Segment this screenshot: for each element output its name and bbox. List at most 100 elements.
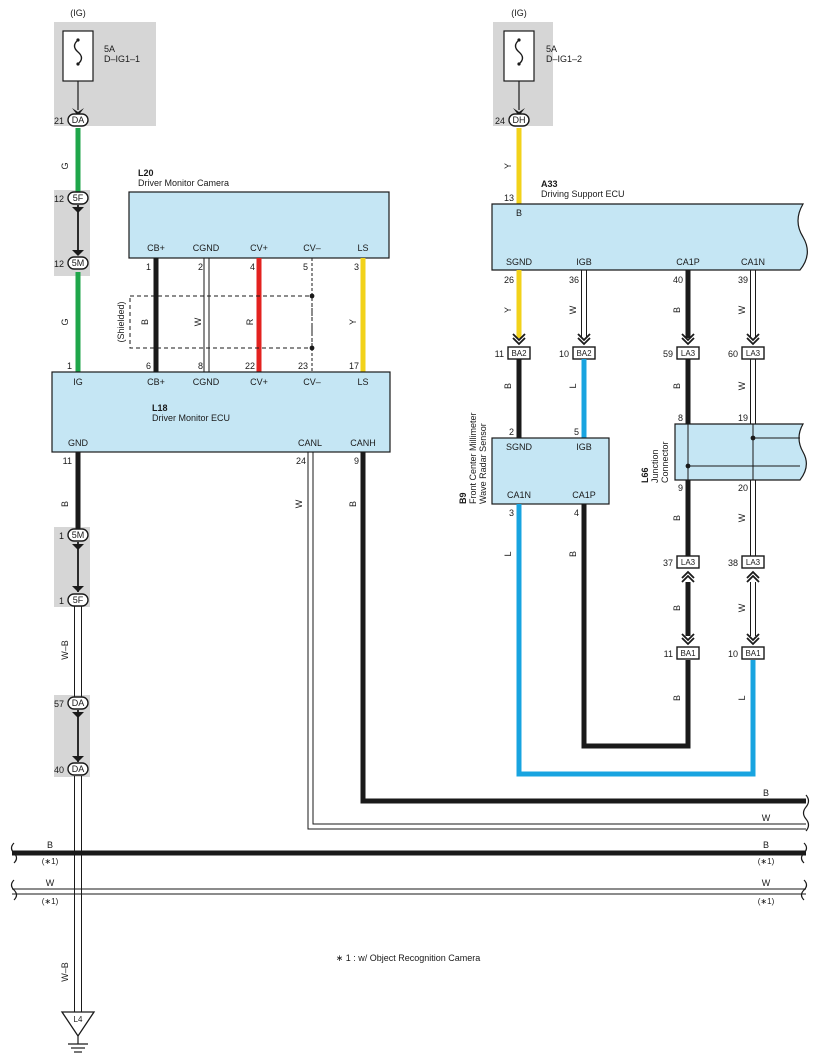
wire-label: G bbox=[60, 162, 70, 169]
wire-label: B bbox=[672, 515, 682, 521]
svg-text:L66: L66 bbox=[640, 467, 650, 483]
svg-text:LS: LS bbox=[357, 377, 368, 387]
ecu-top-pins: 1 6 8 22 23 17 bbox=[67, 361, 359, 371]
fuse-name: D–IG1–1 bbox=[104, 54, 140, 64]
svg-text:(Shielded): (Shielded) bbox=[116, 301, 126, 342]
bus-w-obj bbox=[12, 888, 806, 895]
pin-label: 13 bbox=[504, 193, 514, 203]
svg-text:26: 26 bbox=[504, 275, 514, 285]
wire-label: W bbox=[737, 381, 747, 390]
svg-text:60: 60 bbox=[728, 349, 738, 359]
wire-label: B bbox=[672, 383, 682, 389]
svg-text:B9: B9 bbox=[458, 492, 468, 504]
pin-label: 3 bbox=[509, 508, 514, 518]
svg-text:CV+: CV+ bbox=[250, 243, 268, 253]
svg-text:5M: 5M bbox=[72, 530, 85, 540]
radar-label: B9 Front Center Millimeter Wave Radar Se… bbox=[458, 412, 488, 504]
wire-label: W bbox=[294, 499, 304, 508]
svg-text:DH: DH bbox=[513, 115, 526, 125]
bus-label: B bbox=[47, 840, 53, 850]
svg-text:IGB: IGB bbox=[576, 257, 592, 267]
wire-label: W bbox=[737, 603, 747, 612]
pin-label: 9 bbox=[678, 483, 683, 493]
conn-ba2-sgnd: BA2 11 bbox=[495, 346, 531, 360]
conn-ba1-left: BA1 11 bbox=[664, 646, 700, 660]
bus-note: (∗1) bbox=[758, 857, 775, 866]
ecu-bottom-pins: 11 24 9 bbox=[63, 456, 359, 466]
svg-text:4: 4 bbox=[250, 262, 255, 272]
svg-text:1: 1 bbox=[59, 531, 64, 541]
conn-ba2-igb: BA2 10 bbox=[559, 346, 596, 360]
svg-text:BA1: BA1 bbox=[680, 649, 696, 658]
shield: (Shielded) bbox=[116, 293, 315, 351]
pin-label: 20 bbox=[738, 483, 748, 493]
bus-label: W bbox=[762, 878, 771, 888]
wire-ca1n-w bbox=[750, 270, 756, 338]
wire-label: W bbox=[737, 513, 747, 522]
svg-text:8: 8 bbox=[198, 361, 203, 371]
wire-label: B bbox=[568, 551, 578, 557]
conn-5f-top: 5F 12 bbox=[54, 191, 89, 205]
svg-text:CGND: CGND bbox=[193, 377, 220, 387]
svg-text:CB+: CB+ bbox=[147, 377, 165, 387]
svg-text:LA3: LA3 bbox=[746, 558, 761, 567]
wire-label: B bbox=[60, 501, 70, 507]
conn-la3-lower-left: LA3 37 bbox=[663, 555, 700, 569]
svg-text:40: 40 bbox=[54, 765, 64, 775]
svg-text:24: 24 bbox=[495, 116, 505, 126]
svg-text:22: 22 bbox=[245, 361, 255, 371]
terminal-label: IGB bbox=[576, 442, 592, 452]
wire-ca1n-l bbox=[516, 504, 756, 777]
terminal-label: SGND bbox=[506, 442, 533, 452]
svg-text:12: 12 bbox=[54, 259, 64, 269]
ecu-bottom-terminals: GND CANL CANH bbox=[68, 438, 376, 448]
svg-text:BA2: BA2 bbox=[511, 349, 527, 358]
dsecu-pins: 26 36 40 39 bbox=[504, 275, 748, 285]
pin-label: 4 bbox=[574, 508, 579, 518]
svg-text:1: 1 bbox=[67, 361, 72, 371]
wire-jc-w bbox=[750, 480, 756, 556]
svg-text:59: 59 bbox=[663, 349, 673, 359]
conn-la3-ca1n: LA3 60 bbox=[728, 346, 765, 360]
camera-terminals: CB+ CGND CV+ CV– LS bbox=[147, 243, 368, 253]
svg-text:37: 37 bbox=[663, 558, 673, 568]
wire-label: B bbox=[503, 383, 513, 389]
fuse-symbol-icon bbox=[514, 39, 524, 65]
bus-label: B bbox=[763, 840, 769, 850]
pin-label: 8 bbox=[678, 413, 683, 423]
svg-text:23: 23 bbox=[298, 361, 308, 371]
component-code: A33 bbox=[541, 179, 558, 189]
svg-text:DA: DA bbox=[72, 764, 85, 774]
conn-5m-bottom: 5M 1 bbox=[59, 528, 89, 542]
svg-text:3: 3 bbox=[354, 262, 359, 272]
svg-text:CANH: CANH bbox=[350, 438, 376, 448]
wire-igb-w bbox=[581, 270, 587, 338]
svg-text:10: 10 bbox=[559, 349, 569, 359]
bus-note: (∗1) bbox=[758, 897, 775, 906]
bus-note: (∗1) bbox=[42, 857, 59, 866]
wire-label: B bbox=[348, 501, 358, 507]
svg-text:GND: GND bbox=[68, 438, 89, 448]
svg-text:Wave Radar Sensor: Wave Radar Sensor bbox=[478, 423, 488, 504]
svg-text:36: 36 bbox=[569, 275, 579, 285]
wire-label: L bbox=[568, 383, 578, 388]
svg-text:1: 1 bbox=[59, 596, 64, 606]
svg-text:Junction: Junction bbox=[650, 449, 660, 483]
svg-text:6: 6 bbox=[146, 361, 151, 371]
svg-text:9: 9 bbox=[354, 456, 359, 466]
svg-text:LA3: LA3 bbox=[681, 349, 696, 358]
wire-ca1n-w2 bbox=[750, 359, 756, 424]
wire-canh bbox=[360, 452, 806, 804]
driver-monitor-camera bbox=[128, 191, 390, 259]
conn-5m-top: 5M 12 bbox=[54, 256, 89, 270]
svg-text:11: 11 bbox=[664, 649, 673, 659]
wire-lower-w bbox=[750, 582, 756, 636]
wire-label: W–B bbox=[60, 962, 70, 982]
svg-text:11: 11 bbox=[63, 456, 72, 466]
svg-text:LS: LS bbox=[357, 243, 368, 253]
fuse-d-ig1-2: (IG) 5A D–IG1–2 bbox=[493, 8, 582, 126]
svg-text:DA: DA bbox=[72, 698, 85, 708]
svg-text:Front Center Millimeter: Front Center Millimeter bbox=[468, 412, 478, 504]
fuse-name: D–IG1–2 bbox=[546, 54, 582, 64]
wire-cgnd bbox=[203, 258, 210, 372]
